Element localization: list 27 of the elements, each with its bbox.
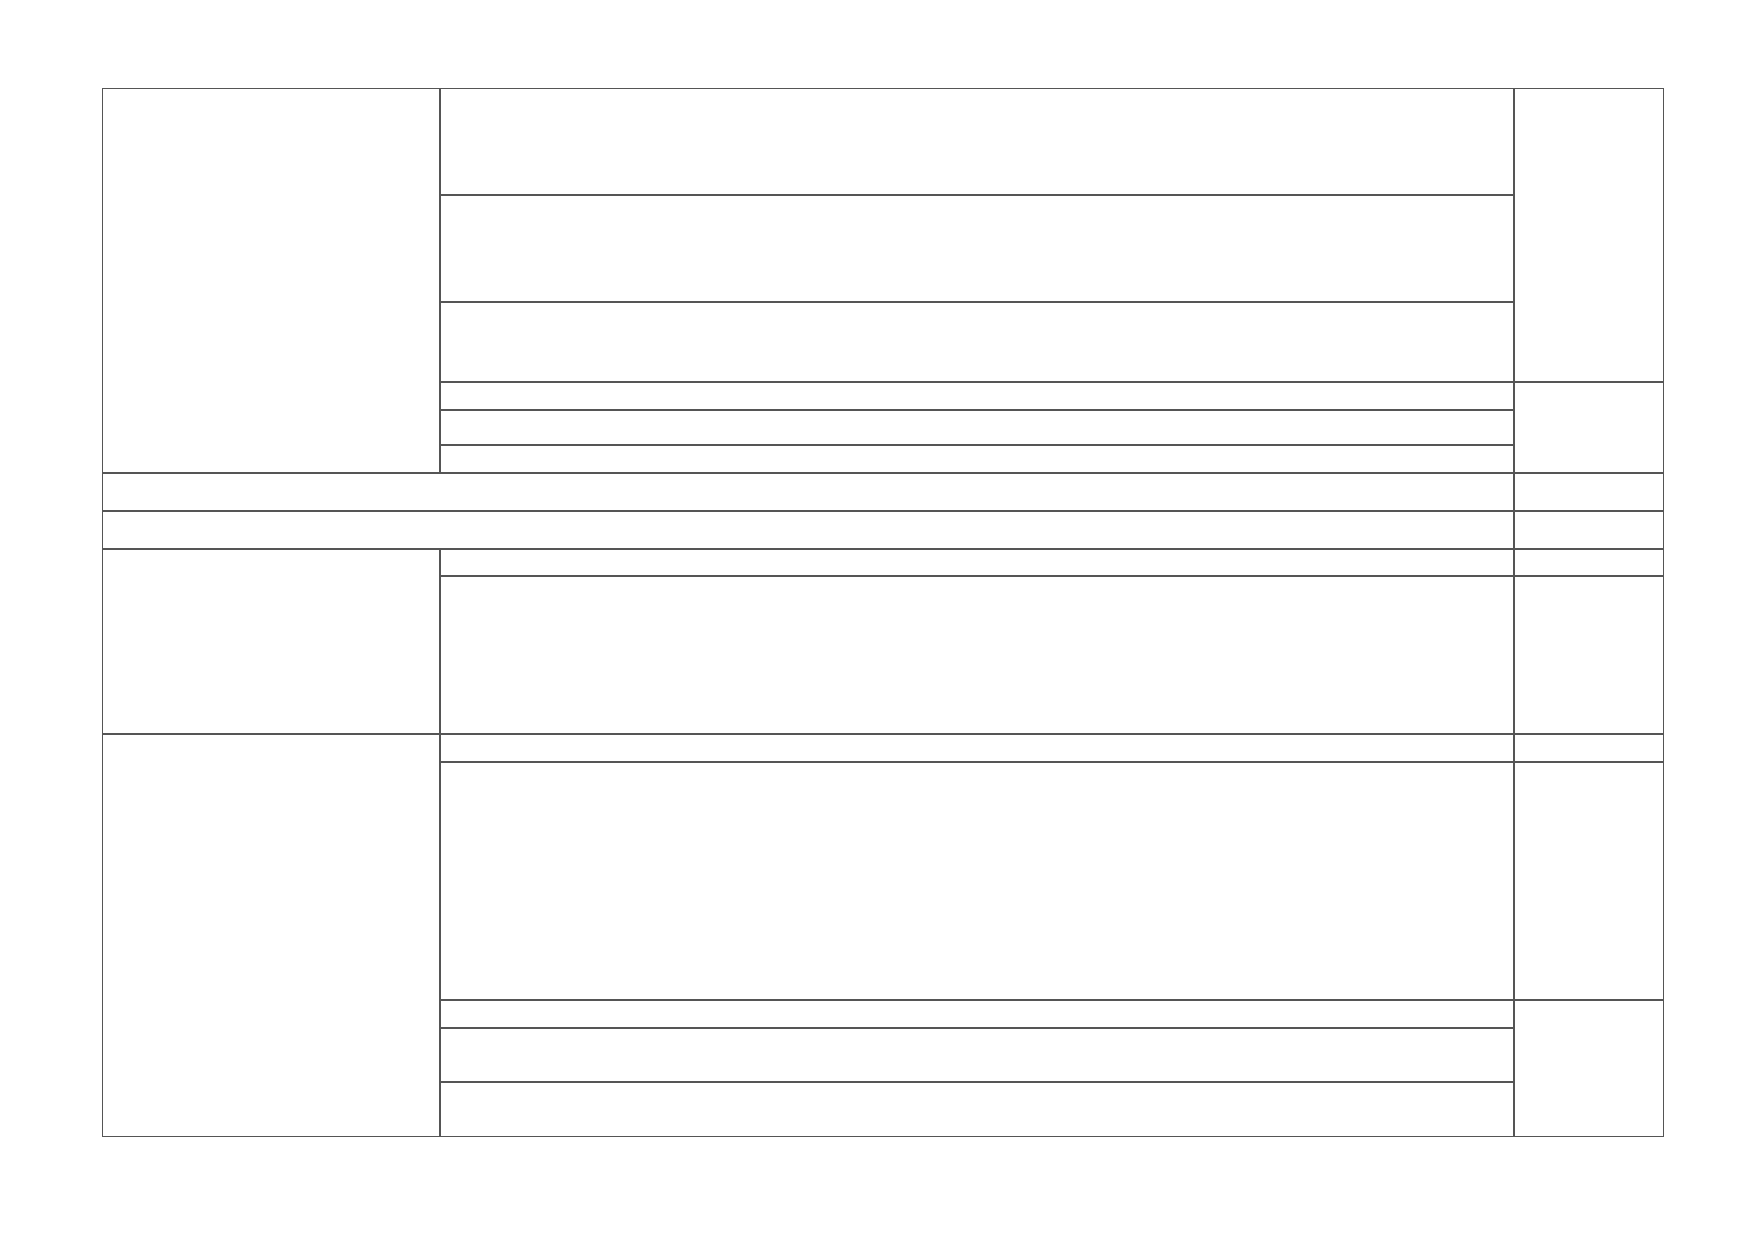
table-cell xyxy=(1513,575,1664,735)
table-cell xyxy=(439,761,1515,1001)
table-cell xyxy=(1513,999,1664,1137)
table-cell xyxy=(102,88,441,474)
table-cell xyxy=(439,301,1515,383)
table-cell xyxy=(1513,381,1664,474)
table-cell xyxy=(439,88,1515,196)
table-cell xyxy=(439,444,1515,474)
table-cell xyxy=(439,999,1515,1029)
table-cell xyxy=(1513,88,1664,383)
table-cell xyxy=(1513,510,1664,550)
table-cell xyxy=(439,575,1515,735)
table-cell xyxy=(439,1081,1515,1137)
table-cell xyxy=(439,409,1515,446)
table-cell xyxy=(1513,761,1664,1001)
table-cell xyxy=(1513,472,1664,512)
table-cell xyxy=(102,548,441,735)
table-cell xyxy=(102,733,441,1137)
table-cell xyxy=(439,733,1515,763)
table-cell xyxy=(1513,733,1664,763)
table-cell xyxy=(102,510,1515,550)
table-cell xyxy=(102,472,1515,512)
table-cell xyxy=(439,548,1515,577)
table-cell xyxy=(439,381,1515,411)
table-cell xyxy=(439,1027,1515,1083)
table-cell xyxy=(1513,548,1664,577)
table-cell xyxy=(439,194,1515,303)
